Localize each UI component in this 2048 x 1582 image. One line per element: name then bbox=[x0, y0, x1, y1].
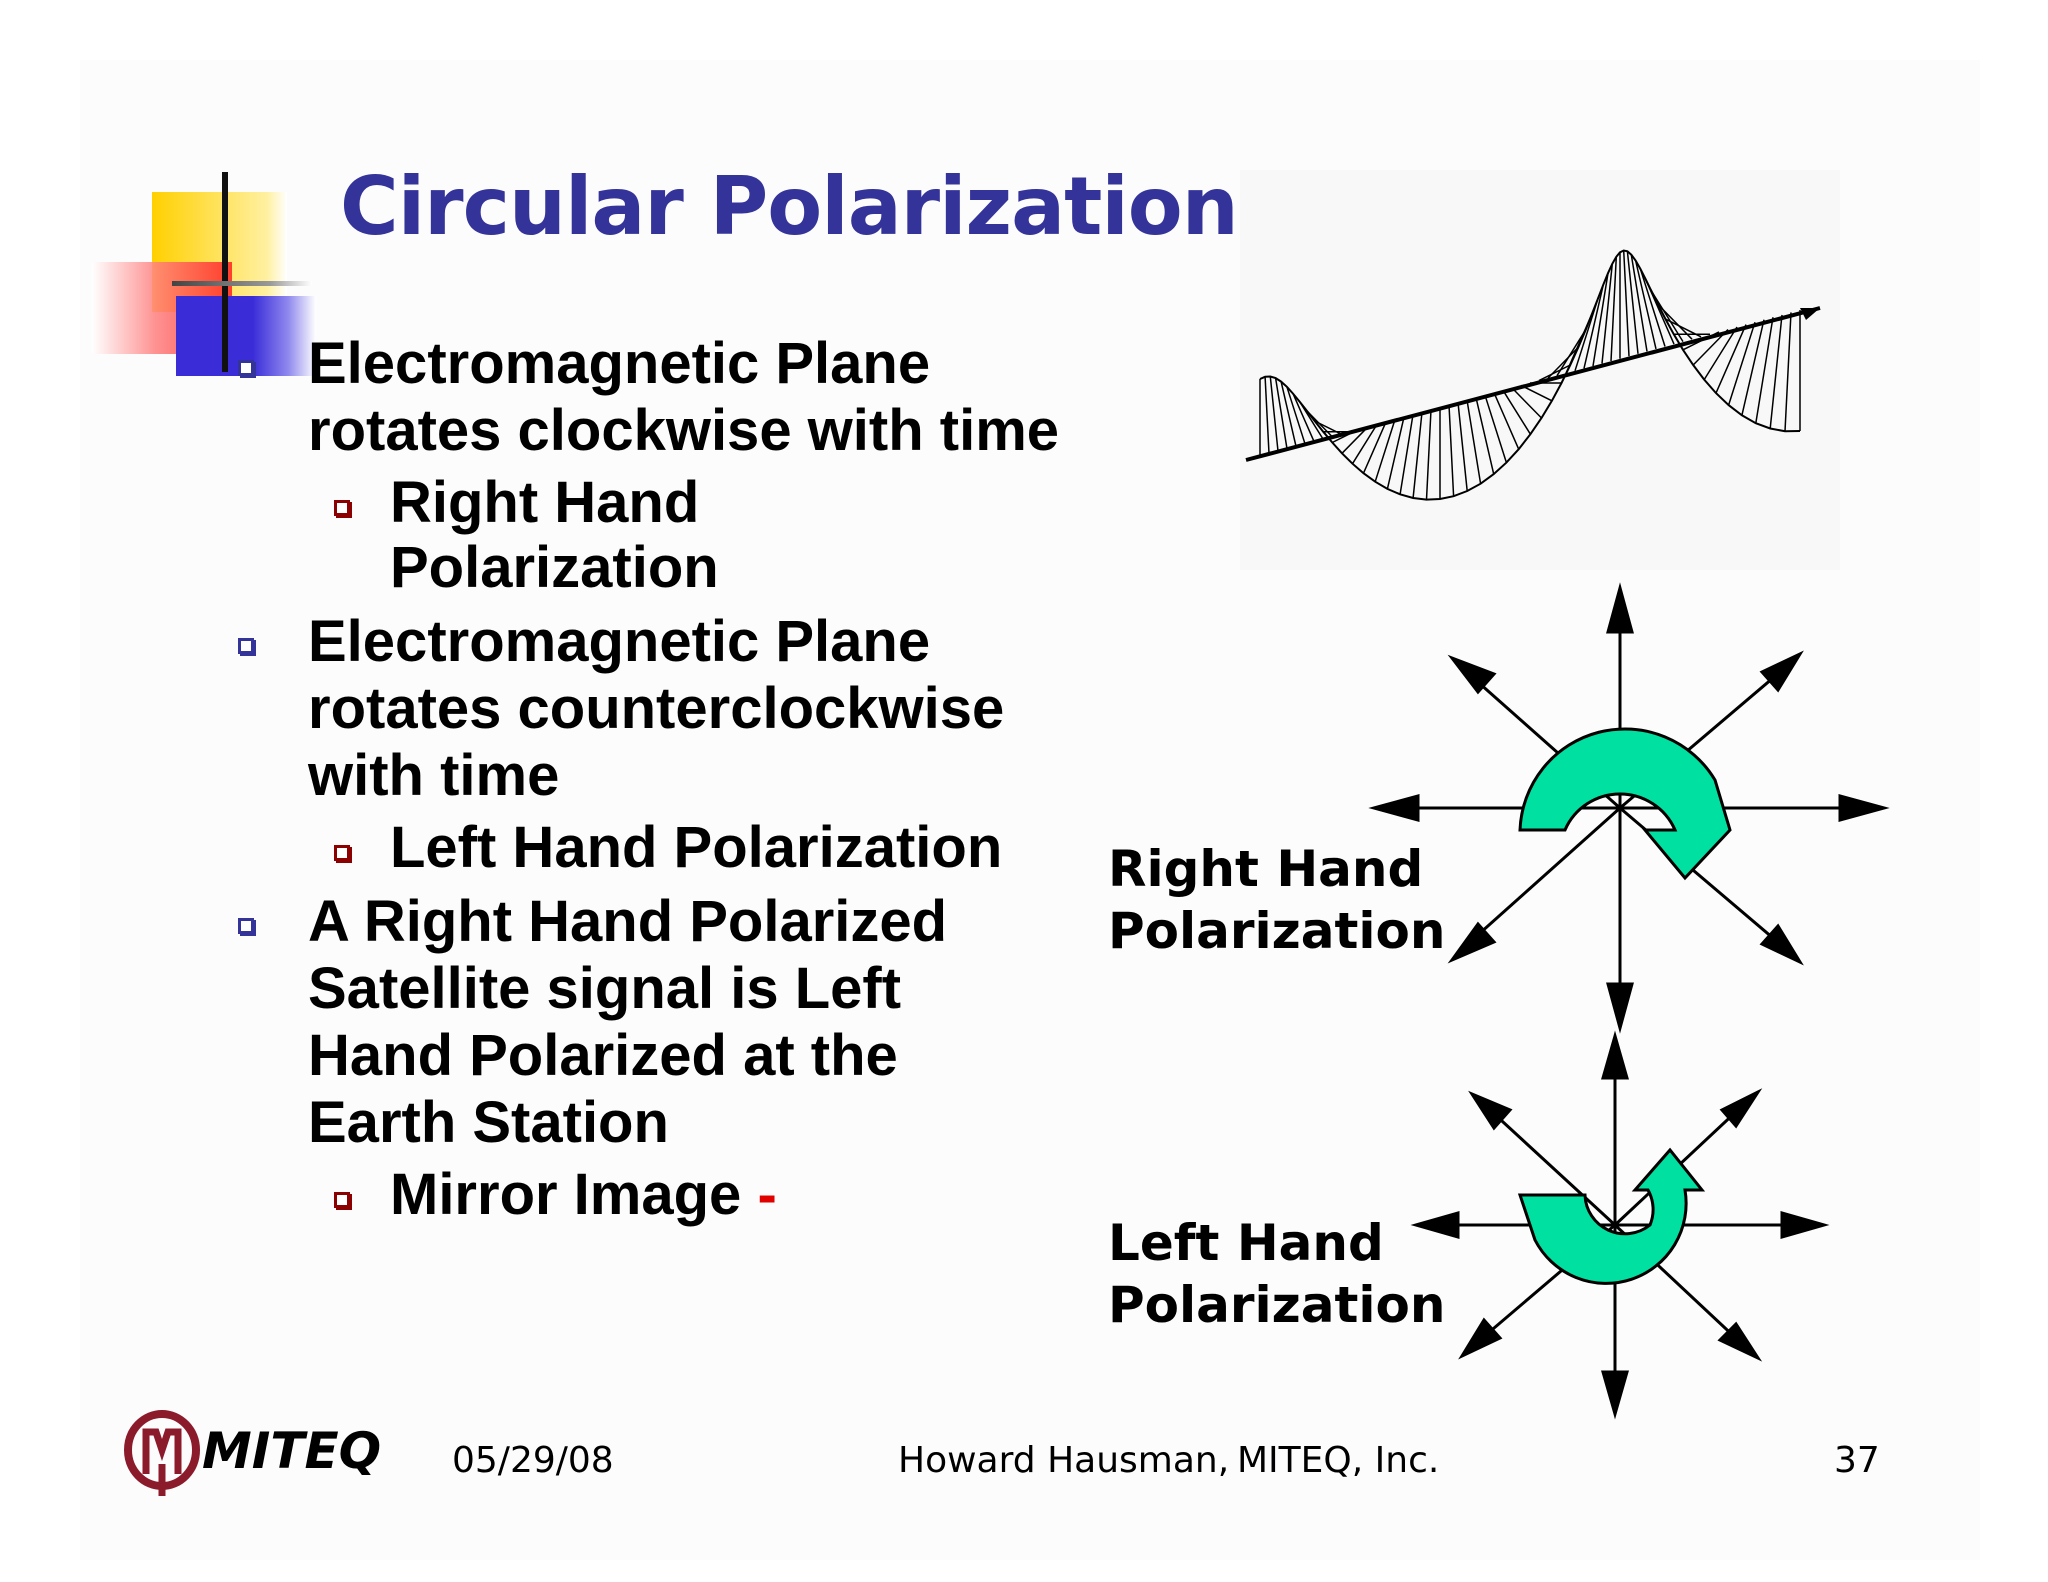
helix-spoke bbox=[1769, 314, 1783, 429]
helix-spoke bbox=[1448, 404, 1455, 497]
helix-spoke bbox=[1610, 256, 1618, 362]
helix-spoke bbox=[1547, 346, 1579, 379]
left-hand-label: Left Hand Polarization bbox=[1108, 1212, 1446, 1336]
sub-bullet-text: Right Hand Polarization bbox=[390, 470, 719, 600]
logo-wordmark: MITEQ bbox=[202, 1422, 381, 1480]
mirror-dash: - bbox=[757, 1162, 777, 1227]
sub-bullet-item: Mirror Image - bbox=[230, 1162, 1040, 1227]
helix-spoke bbox=[1362, 421, 1387, 474]
counterclockwise-arrow-icon bbox=[1517, 1147, 1706, 1285]
square-bullet-icon bbox=[238, 638, 254, 654]
helix-spoke bbox=[1484, 394, 1508, 463]
helix-spoke bbox=[1583, 284, 1605, 369]
helix-spoke bbox=[1269, 376, 1279, 452]
helix-spoke bbox=[1520, 384, 1553, 402]
helix-spoke bbox=[1457, 402, 1468, 492]
helix-spoke bbox=[1399, 414, 1414, 495]
helix-spoke bbox=[1264, 376, 1270, 454]
slide-title: Circular Polarization bbox=[340, 160, 1239, 253]
helix-spoke bbox=[1626, 251, 1639, 354]
helix-spoke bbox=[1425, 409, 1432, 500]
bullet-list: Electromagnetic Plane rotates clockwise … bbox=[230, 330, 1090, 1235]
helix-spoke bbox=[1286, 386, 1306, 445]
helix-spoke bbox=[1657, 303, 1693, 340]
helix-envelope bbox=[1259, 249, 1801, 501]
helix-spoke bbox=[1341, 426, 1369, 454]
sub-bullet-item: Left Hand Polarization bbox=[230, 815, 1150, 880]
helix-spoke bbox=[1755, 317, 1774, 424]
footer-author: Howard Hausman, bbox=[898, 1440, 1230, 1481]
helix-spoke bbox=[1475, 397, 1495, 475]
square-bullet-icon bbox=[238, 918, 254, 934]
clockwise-arrow-icon bbox=[1518, 727, 1732, 881]
helix-spoke bbox=[1493, 392, 1520, 450]
footer-company: MITEQ, Inc. bbox=[1237, 1440, 1440, 1481]
helix-spoke bbox=[1538, 364, 1571, 382]
helix-spoke bbox=[1622, 250, 1630, 357]
sub-bullet-item: Right Hand Polarization bbox=[230, 470, 1040, 600]
bullet-item: Electromagnetic Plane rotates clockwise … bbox=[230, 330, 1090, 464]
miteq-logo: MITEQ bbox=[124, 1410, 381, 1496]
helix-spoke bbox=[1502, 389, 1532, 435]
helix-spoke bbox=[1280, 381, 1297, 447]
square-bullet-icon bbox=[334, 845, 350, 861]
left-hand-label-line2: Polarization bbox=[1108, 1276, 1446, 1334]
bullet-text: A Right Hand Polarized Satellite signal … bbox=[308, 889, 948, 1155]
helix-spoke bbox=[1351, 424, 1378, 465]
helix-spoke bbox=[1601, 263, 1614, 364]
right-hand-label-line2: Polarization bbox=[1108, 902, 1446, 960]
helix-spoke bbox=[1784, 312, 1792, 432]
bullet-item: A Right Hand Polarized Satellite signal … bbox=[230, 888, 1028, 1156]
helix-spoke bbox=[1650, 290, 1684, 342]
right-hand-label-line1: Right Hand bbox=[1108, 840, 1424, 898]
helix-spoke bbox=[1592, 273, 1609, 367]
helix-spoke bbox=[1386, 416, 1405, 490]
helix-spoke bbox=[1630, 254, 1648, 352]
left-hand-polarization-diagram bbox=[1410, 1030, 1830, 1420]
bullet-text: Electromagnetic Plane rotates clockwise … bbox=[308, 331, 1060, 463]
decor-horizontal-line bbox=[172, 281, 312, 286]
square-bullet-icon bbox=[334, 500, 350, 516]
helix-spoke bbox=[1274, 377, 1288, 449]
decor-vertical-line bbox=[222, 172, 228, 372]
helix-spoke bbox=[1466, 399, 1482, 484]
helix-spoke bbox=[1511, 387, 1543, 419]
helix-spoke bbox=[1703, 326, 1738, 380]
footer-date: 05/29/08 bbox=[452, 1440, 614, 1481]
helix-spoke bbox=[1412, 412, 1423, 499]
helix-spoke bbox=[1374, 419, 1396, 482]
helix-spoke bbox=[1715, 324, 1747, 394]
helix-spoke bbox=[1292, 393, 1315, 442]
helix-spoke bbox=[1727, 321, 1756, 406]
helix-spoke bbox=[1634, 260, 1657, 350]
bullet-text: Electromagnetic Plane rotates counterclo… bbox=[308, 609, 1005, 808]
helix-wave-diagram bbox=[1240, 170, 1840, 570]
right-hand-label: Right Hand Polarization bbox=[1108, 838, 1446, 962]
sub-bullet-text: Left Hand Polarization bbox=[390, 815, 1003, 880]
left-hand-label-line1: Left Hand bbox=[1108, 1214, 1384, 1272]
bullet-item: Electromagnetic Plane rotates counterclo… bbox=[230, 608, 1090, 809]
helix-spoke bbox=[1741, 319, 1765, 416]
right-hand-polarization-diagram bbox=[1368, 582, 1890, 1034]
helix-spoke bbox=[1639, 268, 1666, 347]
footer-page-number: 37 bbox=[1834, 1440, 1880, 1481]
square-bullet-icon bbox=[238, 360, 254, 376]
square-bullet-icon bbox=[334, 1192, 350, 1208]
sub-bullet-text: Mirror Image bbox=[390, 1162, 742, 1227]
